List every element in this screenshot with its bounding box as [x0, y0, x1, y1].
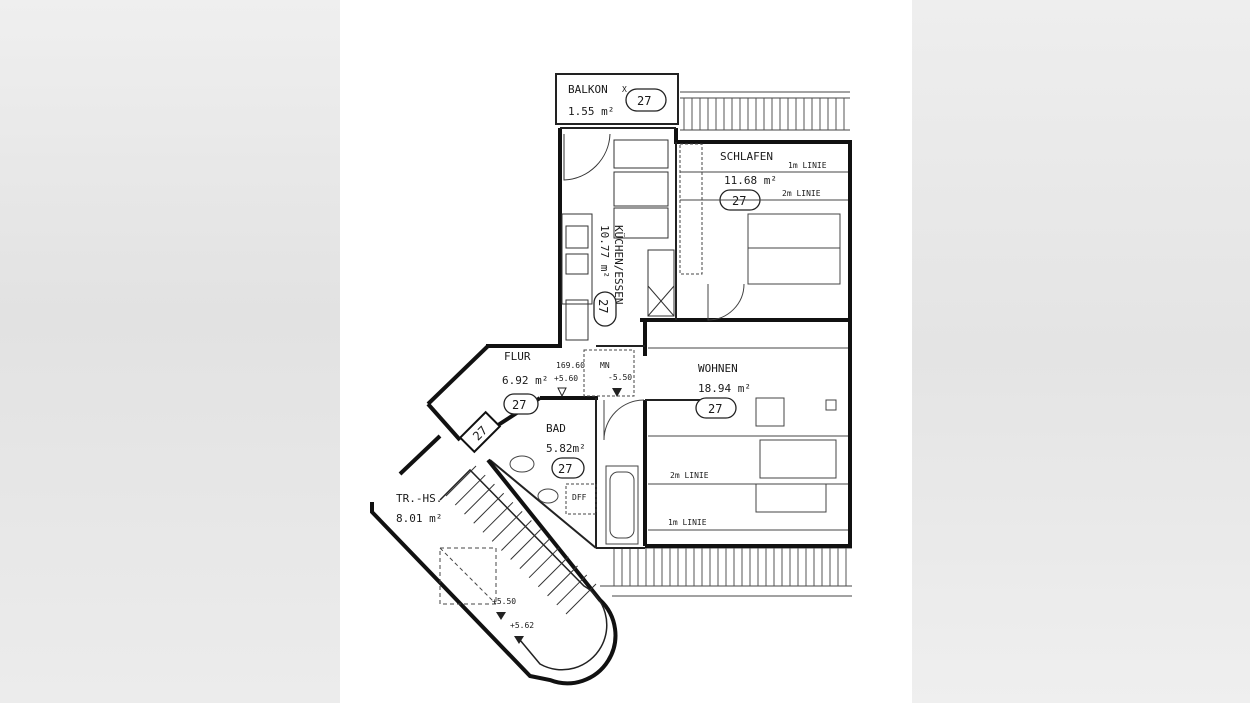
treppenhaus-area: 8.01 m² [396, 512, 442, 525]
level-550: -5.50 [608, 373, 632, 382]
left-blurred-margin [0, 0, 340, 703]
schlafen-name: SCHLAFEN [720, 150, 773, 163]
stair-level-550: +5.50 [492, 597, 516, 606]
wohnen-area: 18.94 m² [698, 382, 751, 395]
wohnen-line-2m: 2m LINIE [670, 471, 709, 480]
level-560: +5.60 [554, 374, 578, 383]
treppenhaus: TR.-HS. 8.01 m² +5.50 +5.62 [370, 458, 618, 686]
bad-dff: DFF [572, 493, 587, 502]
hatch-line [565, 583, 597, 615]
level-169: 169.60 [556, 361, 585, 370]
roof-hatch-top [680, 91, 850, 131]
balkon-room: BALKON X 1.55 m² 27 [555, 73, 679, 125]
kuechen-room [561, 133, 675, 341]
kuechen-unit-badge: 27 [596, 299, 610, 313]
svg-text:X: X [622, 85, 627, 94]
flur-name: FLUR [504, 350, 531, 363]
hatch-line [445, 465, 477, 497]
flur-room: FLUR 6.92 m² 27 169.60 +5.60 MN -5.50 [502, 349, 635, 415]
flur-area: 6.92 m² [502, 374, 548, 387]
hatch-line [464, 483, 495, 515]
hatch-line [537, 556, 569, 588]
kuechen-unit: 27 [593, 291, 617, 327]
treppenhaus-name: TR.-HS. [396, 492, 442, 505]
hatch-line [482, 501, 514, 533]
bad-area: 5.82m² [546, 442, 586, 455]
balkon-unit-badge: 27 [637, 94, 651, 108]
hatch-line [491, 511, 523, 542]
wohnen-unit-badge: 27 [708, 402, 722, 416]
bad-room: BAD 5.82m² 27 DFF [509, 422, 639, 545]
schlafen-line-2m: 2m LINIE [782, 189, 821, 198]
schlafen-area: 11.68 m² [724, 174, 777, 187]
hatch-line [519, 538, 551, 569]
schlafen-room: SCHLAFEN 1m LINIE 11.68 m² 2m LINIE 27 [679, 143, 848, 321]
kuechen-name: KÜCHEN/ESSEN [612, 225, 625, 304]
hatch-line [454, 474, 486, 506]
hatch-line [556, 574, 588, 606]
balkon-name: BALKON [568, 83, 608, 96]
wohnen-line-1m: 1m LINIE [668, 518, 707, 527]
schlafen-unit-badge: 27 [732, 194, 746, 208]
hatch-line [510, 529, 541, 560]
stair-level-562: +5.62 [510, 621, 534, 630]
right-blurred-margin [912, 0, 1250, 703]
level-mn: MN [600, 361, 610, 370]
schlafen-line-1m: 1m LINIE [788, 161, 827, 170]
hatch-line [528, 547, 560, 579]
wohnen-room: WOHNEN 18.94 m² 27 2m LINIE 1m LINIE [603, 347, 848, 531]
interior-walls [489, 127, 700, 549]
kuechen-area: 10.77 m² [598, 225, 611, 278]
wohnen-name: WOHNEN [698, 362, 738, 375]
bad-name: BAD [546, 422, 566, 435]
flur-unit-badge: 27 [512, 398, 526, 412]
kuechen-labels: KÜCHEN/ESSEN 10.77 m² [598, 225, 625, 304]
hatch-line [501, 520, 532, 551]
bad-unit-badge: 27 [558, 462, 572, 476]
hatch-line [547, 565, 578, 597]
balkon-area: 1.55 m² [568, 105, 614, 118]
hatch-line [473, 492, 505, 524]
entrance-badge: 27 [458, 410, 502, 454]
